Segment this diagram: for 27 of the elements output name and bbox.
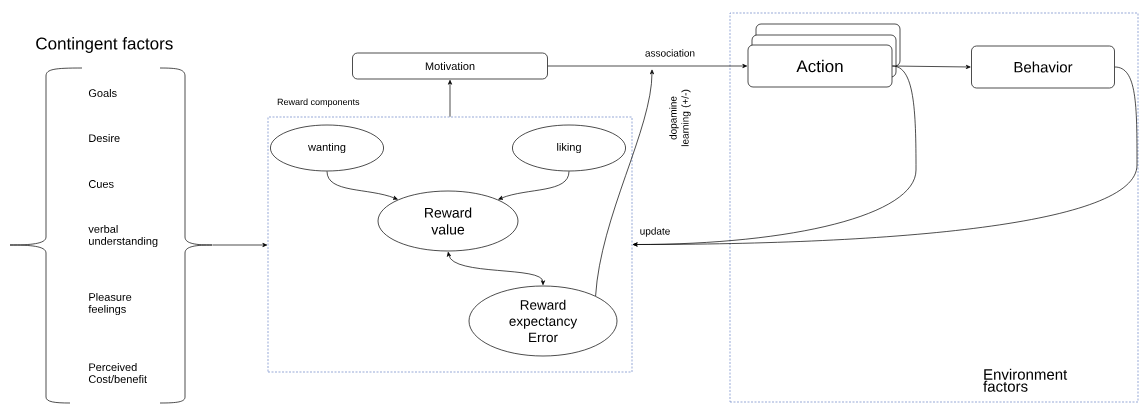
group-heading: Contingent factors [36, 37, 173, 53]
list-item: Goals [88, 88, 117, 98]
arrow [446, 251, 546, 286]
list-item: Desire [89, 133, 120, 143]
process-box: Behavior [971, 45, 1115, 89]
arrow [498, 171, 570, 200]
list-item: Cues [88, 180, 114, 188]
arrow [892, 64, 971, 69]
edge-label: update [638, 226, 672, 238]
edge-label: association [644, 48, 696, 58]
node-label: Reward components [277, 98, 360, 107]
ellipse-node: liking [512, 124, 626, 172]
ellipse-node: Reward expectancy Error [468, 285, 618, 357]
arrow [326, 171, 398, 200]
edge-label: dopamine learning (+/-) [668, 78, 692, 158]
arrow [632, 66, 1138, 247]
stacked-action-box: Action [747, 23, 901, 88]
arrow [212, 242, 268, 248]
ellipse-node: wanting [270, 124, 384, 172]
ellipse-node: Reward value [377, 190, 519, 252]
list-item: Pleasure feelings [88, 292, 132, 316]
arrow [595, 69, 655, 297]
arrow [547, 63, 748, 69]
arrow [447, 79, 453, 118]
list-item: Perceived Cost/benefit [88, 362, 147, 384]
list-item: verbal understanding [88, 224, 158, 248]
process-box: Motivation [352, 52, 548, 80]
